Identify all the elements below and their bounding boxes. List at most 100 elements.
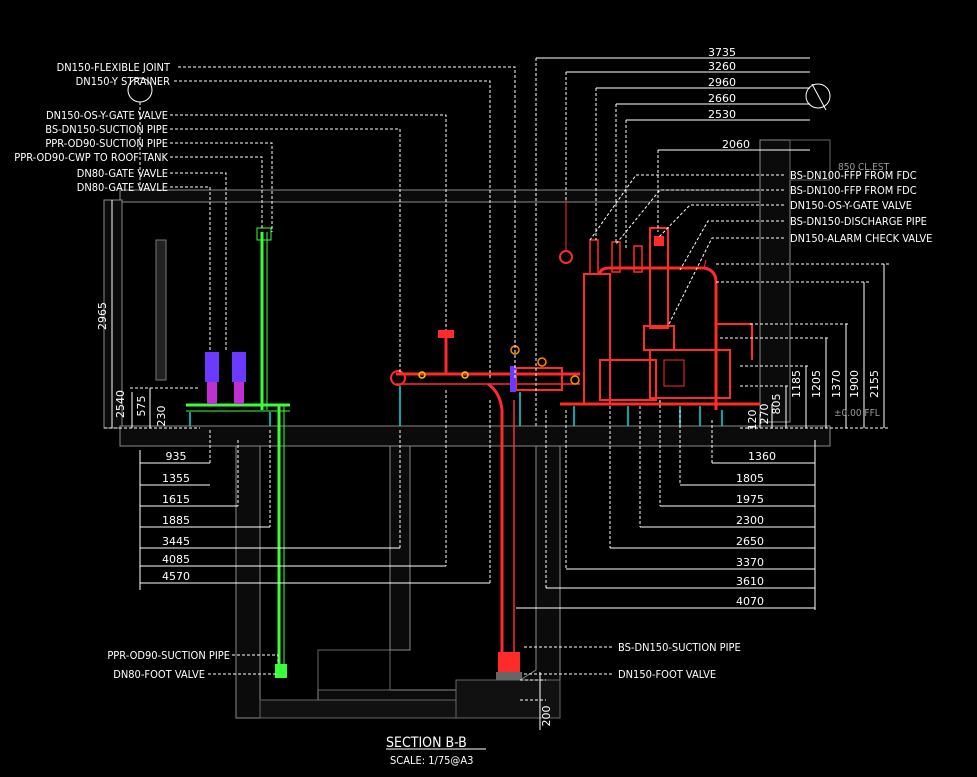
dim-right-h-3: 2300	[736, 514, 764, 527]
foot-valve-base	[496, 672, 522, 680]
pit-bottom	[259, 699, 461, 719]
pump-motor	[649, 349, 731, 399]
label-bs-suction-pipe: BS-DN150-SUCTION PIPE	[45, 123, 168, 136]
right-wall	[759, 139, 791, 423]
valve-body-1	[207, 382, 217, 404]
dim-right-v-6: 270	[758, 404, 771, 425]
label-alarm-check-valve: DN150-ALARM CHECK VALVE	[790, 232, 932, 245]
bell	[559, 250, 573, 264]
dim-right-h-5: 3370	[736, 556, 764, 569]
discharge-riser	[583, 273, 611, 405]
discharge-pipe	[598, 266, 718, 410]
label-gate-valve-dn80-1: DN80-GATE VAVLE	[77, 167, 168, 180]
gate-valve-wheel	[438, 330, 454, 338]
valve-body-2	[234, 382, 244, 404]
roof-slab	[119, 189, 761, 203]
dim-right-h-6: 3610	[736, 575, 764, 588]
dim-top-4: 2530	[708, 108, 736, 121]
foot-valve-dn150	[498, 652, 520, 672]
left-column	[155, 239, 167, 381]
motor-box	[663, 359, 685, 387]
level-ffl: ±0.00 FFL	[834, 408, 880, 419]
dim-left-h-3: 1885	[162, 514, 190, 527]
dim-right-h-2: 1975	[736, 493, 764, 506]
label-gate-valve-dn80-2: DN80-GATE VAVLE	[77, 181, 168, 194]
left-labels: DN150-FLEXIBLE JOINT DN150-Y STRAINER DN…	[14, 61, 230, 681]
dim-left-h-5: 4085	[162, 553, 190, 566]
right-horizontal-dimensions: 1360 1805 1975 2300 2650 3370 3610 4070	[736, 450, 776, 608]
os-y-valve	[654, 236, 664, 246]
label-ppr-suction-pipe-bottom: PPR-OD90-SUCTION PIPE	[107, 649, 230, 662]
right-labels: BS-DN100-FFP FROM FDC BS-DN100-FFP FROM …	[618, 169, 932, 681]
structure	[103, 139, 831, 719]
dim-right-v-0: 2155	[868, 370, 881, 398]
dim-right-v-2: 1370	[830, 370, 843, 398]
dim-left-v-0: 2965	[96, 302, 109, 330]
gate-valve-2	[232, 352, 246, 382]
left-horizontal-dimensions: 935 1355 1615 1885 3445 4085 4570	[162, 450, 190, 583]
label-y-strainer: DN150-Y STRAINER	[76, 75, 170, 88]
riser-cap	[256, 227, 272, 241]
right-parapet	[789, 139, 831, 181]
dim-right-v-3: 1205	[810, 370, 823, 398]
dim-right-h-7: 4070	[736, 595, 764, 608]
dim-top-0: 3735	[708, 46, 736, 59]
supports	[189, 386, 723, 426]
level-marks: 850 CL.EST ±0.00 FFL	[834, 162, 890, 419]
dim-right-v-1: 1900	[848, 370, 861, 398]
y-strainer	[515, 367, 563, 391]
level-top: 850 CL.EST	[838, 162, 890, 173]
left-wall	[103, 199, 123, 429]
leaders	[104, 57, 890, 750]
floor-slab	[119, 425, 831, 447]
dim-left-h-1: 1355	[162, 472, 190, 485]
dim-left-h-2: 1615	[162, 493, 190, 506]
ppr-piping	[186, 227, 290, 678]
label-flexible-joint: DN150-FLEXIBLE JOINT	[57, 61, 171, 74]
label-ffp-fdc-1: BS-DN100-FFP FROM FDC	[790, 169, 917, 182]
right-vertical-dimensions: 2155 1900 1370 1205 1185 805 270 120	[746, 370, 881, 431]
label-foot-valve-dn150: DN150-FOOT VALVE	[618, 668, 716, 681]
dim-right-v-5: 805	[770, 394, 783, 415]
gauge-2	[537, 357, 547, 367]
label-cwp-roof-tank: PPR-OD90-CWP TO ROOF TANK	[14, 151, 168, 164]
drawing-scale: SCALE: 1/75@A3	[390, 754, 473, 767]
label-bs-suction-pipe-bottom: BS-DN150-SUCTION PIPE	[618, 641, 741, 654]
drawing-title: SECTION B-B	[386, 735, 467, 751]
dim-left-v-1: 2540	[114, 390, 127, 418]
dim-right-h-1: 1805	[736, 472, 764, 485]
gauge-3	[570, 375, 580, 385]
pit-bottom-right	[455, 679, 561, 719]
dim-right-h-4: 2650	[736, 535, 764, 548]
dim-top-3: 2660	[708, 92, 736, 105]
fire-piping	[390, 200, 760, 680]
pump-casing	[599, 359, 657, 401]
valve-box	[643, 325, 675, 351]
dim-left-h-6: 4570	[162, 570, 190, 583]
label-ffp-fdc-2: BS-DN100-FFP FROM FDC	[790, 184, 917, 197]
foot-valve-dn80	[275, 664, 287, 678]
dim-right-h-0: 1360	[748, 450, 776, 463]
label-os-y-gate-valve: DN150-OS-Y-GATE VALVE	[790, 199, 912, 212]
label-foot-valve-dn80: DN80-FOOT VALVE	[113, 668, 205, 681]
dim-left-h-4: 3445	[162, 535, 190, 548]
left-vertical-dimensions: 2965 2540 575 230	[96, 302, 168, 427]
label-gate-valve: DN150-OS-Y-GATE VALVE	[46, 109, 168, 122]
alarm-check-valve	[649, 227, 669, 329]
dim-left-v-3: 230	[155, 406, 168, 427]
dim-right-v-7: 120	[746, 410, 759, 431]
dim-left-v-2: 575	[135, 396, 148, 417]
header-flange	[390, 370, 406, 386]
label-discharge-pipe: BS-DN150-DISCHARGE PIPE	[790, 215, 927, 228]
pit-step	[317, 649, 391, 691]
top-dimensions: 3735 3260 2960 2660 2530 2060	[708, 46, 750, 151]
gate-valve-1	[205, 352, 219, 382]
label-ppr-suction-pipe: PPR-OD90-SUCTION PIPE	[45, 137, 168, 150]
dim-top-5: 2060	[722, 138, 750, 151]
suction-drop-pipe	[487, 382, 504, 668]
dim-top-1: 3260	[708, 60, 736, 73]
dim-left-h-0: 935	[166, 450, 187, 463]
dim-right-v-4: 1185	[790, 370, 803, 398]
dim-top-2: 2960	[708, 76, 736, 89]
